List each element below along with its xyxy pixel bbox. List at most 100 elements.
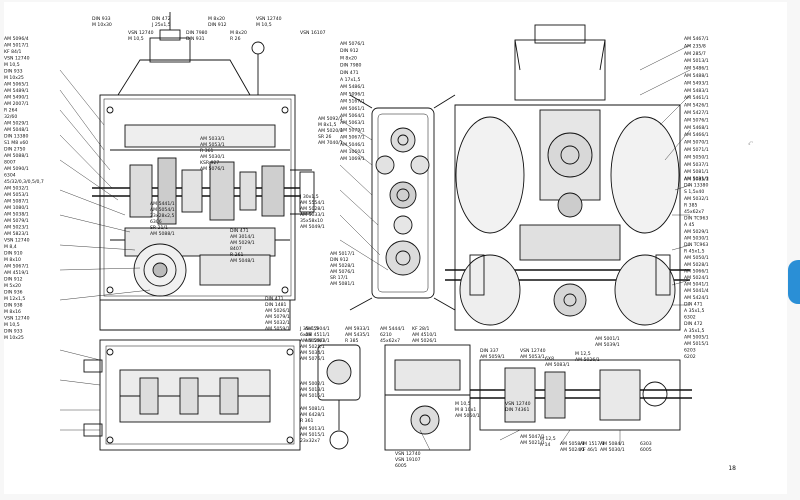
part-label-right-bottom-11: AM 5083/1 — [545, 362, 570, 368]
part-label-mid-column-11: AM 5063/1 — [340, 120, 365, 126]
part-label-right-side-6: DIN TC963 — [684, 216, 708, 222]
part-label-center-13: 6x28 — [300, 332, 312, 338]
part-label-center-8: AM 5053/1 — [200, 142, 225, 148]
part-label-left-side-31: VSN 12740 — [4, 238, 30, 244]
part-label-center-29: AM 5025/1 — [300, 344, 325, 350]
part-label-bottom-center-24: AM 5063/1 — [305, 338, 330, 344]
part-label-bottom-center-31: 6005 — [395, 463, 407, 469]
part-label-left-top-7: DIN 931 — [186, 36, 205, 42]
part-label-left-side-33: DIN 910 — [4, 251, 23, 257]
part-label-left-top-13: M 10,5 — [256, 22, 272, 28]
part-label-center-22: AM 5028/1 — [330, 263, 355, 269]
part-label-left-top-0: DIN 933 — [92, 16, 111, 22]
part-label-bottom-center-32: AM 5050/1 — [455, 413, 480, 419]
part-label-right-bottom-5: AM 5047/1 — [520, 434, 545, 440]
drawing-linework — [83, 12, 692, 451]
part-label-left-side-44: M 10,5 — [4, 322, 20, 328]
part-label-right-side-5: 45x62x7 — [684, 209, 704, 215]
part-label-center-12: DIN 1481 — [265, 302, 287, 308]
part-label-bottom-center-27: AM 5026/1 — [412, 338, 437, 344]
part-label-right-top-17: AM 5037/1 — [684, 162, 709, 168]
part-label-center-10: AM 3014/1 — [230, 234, 255, 240]
part-label-left-side-0: AM 5096/4 — [4, 36, 29, 42]
part-label-mid-column-9: AM 5061/1 — [340, 106, 365, 112]
part-label-bottom-center-22: A 14 — [540, 442, 551, 448]
part-label-left-side-46: M 10x25 — [4, 335, 24, 341]
part-label-right-side-25: AM 5015/1 — [684, 341, 709, 347]
part-label-left-top-2: VSN 12740 — [128, 30, 154, 36]
viewer-edge-tab[interactable] — [788, 260, 800, 304]
part-label-left-top-8: M 8x20 — [208, 16, 225, 22]
part-label-center-46: AM 5081/1 — [330, 281, 355, 287]
bottom-center-parts — [317, 344, 471, 451]
part-label-mid-column-2: M 8x20 — [340, 55, 357, 61]
part-label-center-4: DIN 471 — [265, 296, 284, 302]
part-label-bottom-center-23: KF 46/1 — [580, 447, 598, 453]
part-label-mid-column-16: AM 1069/1 — [340, 156, 365, 162]
part-label-left-side-7: AM 5065/1 — [4, 82, 29, 88]
part-label-right-bottom-17: 6005 — [640, 447, 652, 453]
part-label-right-side-13: AM 5028/1 — [684, 262, 709, 268]
part-label-right-top-9: AM 5426/1 — [684, 103, 709, 109]
part-label-right-side-16: AM 5041/1 — [684, 282, 709, 288]
part-label-left-top-4: DIN 472 — [152, 16, 171, 22]
part-label-bottom-center-7: VSN 12740 — [395, 451, 421, 457]
part-label-right-side-14: AM 5066/1 — [684, 268, 709, 274]
part-label-mid-column-12: AM 5079/1 — [340, 127, 365, 133]
part-label-right-top-16: AM 5050/1 — [684, 154, 709, 160]
part-label-center-31: SR 26 — [318, 134, 331, 140]
part-label-center-41: AM 5088/1 — [150, 231, 175, 237]
part-label-center-7: AM 5092/1 — [318, 116, 343, 122]
margin-mark: ₄ⁿ — [748, 140, 753, 147]
part-label-mid-column-5: A 17x1,5 — [340, 77, 361, 83]
part-label-left-side-42: M 8x16 — [4, 309, 21, 315]
part-label-center-2: DIN 471 — [230, 228, 249, 234]
middle-gear-column — [349, 94, 456, 311]
part-label-right-bottom-12: AM 5026/1 — [575, 357, 600, 363]
part-label-right-side-11: R 45x1,5 — [684, 249, 705, 255]
part-label-center-28: AM 5079/1 — [265, 314, 290, 320]
leader-lines — [59, 44, 691, 451]
part-label-mid-column-14: AM 5046/1 — [340, 142, 365, 148]
part-label-right-top-4: AM 5486/1 — [684, 66, 709, 72]
part-label-bottom-center-0: AM 5904/1 — [305, 326, 330, 332]
part-label-bottom-center-15: AM 4510/1 — [412, 332, 437, 338]
part-label-center-44: AM 5059/1 — [265, 326, 290, 332]
part-label-left-top-9: DIN 912 — [208, 22, 227, 28]
part-label-left-side-27: AM 5038/1 — [4, 212, 29, 218]
part-label-bottom-center-16: AM 5013/1 — [300, 387, 325, 393]
part-label-center-39: AM 7040/1 — [318, 140, 343, 146]
part-label-center-6: AM 5017/1 — [330, 251, 355, 257]
part-label-center-24: AM 5030/1 — [200, 154, 225, 160]
part-label-left-side-37: DIN 912 — [4, 277, 23, 283]
part-label-left-side-4: M 10,5 — [4, 62, 20, 68]
part-label-left-top-11: R 26 — [230, 36, 241, 42]
part-label-right-top-10: AM 5427/1 — [684, 110, 709, 116]
part-label-right-side-21: 6302 — [684, 315, 696, 321]
part-label-left-side-10: AM 2007/1 — [4, 101, 29, 107]
part-label-bottom-center-21: DIN 74361 — [505, 407, 529, 413]
part-label-left-side-3: VSN 12740 — [4, 56, 30, 62]
part-label-center-40: AM 5076/1 — [200, 166, 225, 172]
part-label-mid-column-4: DIN 471 — [340, 70, 359, 76]
part-label-mid-column-10: AM 5064/1 — [340, 113, 365, 119]
part-label-left-side-36: AM 4519/1 — [4, 270, 29, 276]
part-label-right-side-23: A 35x1,5 — [684, 328, 705, 334]
part-label-right-side-7: A 45 — [684, 222, 695, 228]
part-label-left-side-23: AM 5032/1 — [4, 186, 29, 192]
part-label-center-5: J 35x1,5 — [299, 326, 319, 332]
part-label-bottom-center-13: AM 5435/1 — [345, 332, 370, 338]
part-label-left-side-19: 8007 — [4, 160, 16, 166]
part-label-right-top-19: AM 5085/1 — [684, 177, 709, 183]
part-label-center-27: AM 5033/1 — [300, 212, 325, 218]
part-label-bottom-center-28: AM 5015/1 — [300, 393, 325, 399]
part-label-left-side-13: AM 5029/1 — [4, 121, 29, 127]
part-label-center-36: AM 5032/1 — [265, 320, 290, 326]
part-label-right-bottom-6: AM 5058/1 — [560, 441, 585, 447]
part-label-right-top-2: AM 285/7 — [684, 51, 706, 57]
part-label-bottom-center-30: 23x32x7 — [300, 438, 320, 444]
part-label-left-top-14: VSN 16107 — [300, 30, 326, 36]
part-label-right-side-17: AM 5041/4 — [684, 288, 709, 294]
part-label-left-top-6: DIN 7980 — [186, 30, 208, 36]
